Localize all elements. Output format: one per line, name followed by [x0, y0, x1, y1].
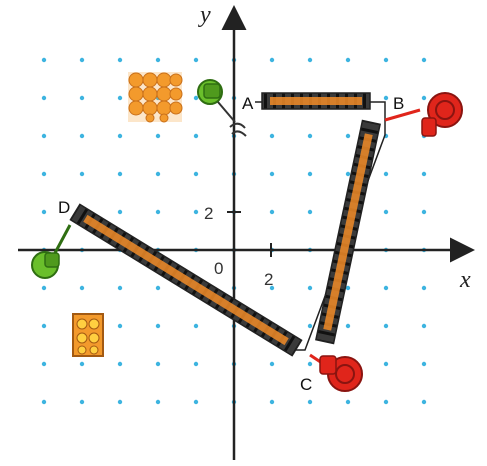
grid-dot — [41, 285, 47, 291]
grid-dot — [193, 399, 199, 405]
grid-dot — [345, 399, 351, 405]
grid-dot — [155, 133, 161, 139]
robot-arm-icon — [384, 92, 463, 137]
grid-dot — [193, 57, 199, 63]
grid-dot — [155, 399, 161, 405]
x-tick-label: 2 — [264, 270, 273, 289]
grid-dot — [307, 209, 313, 215]
grid-dot — [155, 323, 161, 329]
grid-dot — [421, 285, 427, 291]
grid-dot — [79, 95, 85, 101]
grid-dot — [383, 171, 389, 177]
conveyor-track-dc — [69, 203, 303, 357]
cargo-box-icon — [72, 313, 104, 357]
grid-dot — [383, 399, 389, 405]
grid-dot — [117, 133, 123, 139]
grid-dot — [155, 285, 161, 291]
grid-dot — [193, 95, 199, 101]
grid-dot — [421, 361, 427, 367]
grid-dot — [421, 171, 427, 177]
grid-dot — [269, 133, 275, 139]
origin-label: 0 — [214, 259, 223, 278]
grid-dot — [421, 95, 427, 101]
grid-dot — [79, 57, 85, 63]
grid-dot — [41, 133, 47, 139]
grid-dot — [269, 361, 275, 367]
y-axis-label: y — [198, 2, 211, 28]
x-axis-label: x — [459, 267, 471, 293]
grid-dot — [421, 399, 427, 405]
grid-dot — [345, 57, 351, 63]
grid-dot — [117, 171, 123, 177]
y-tick-label: 2 — [204, 204, 213, 223]
grid-dot — [307, 361, 313, 367]
robot-arm-icon — [197, 79, 247, 137]
grid-dot — [269, 285, 275, 291]
conveyor-track-bc — [315, 119, 381, 345]
grid-dot — [117, 57, 123, 63]
grid-dot — [345, 285, 351, 291]
grid-dot — [41, 323, 47, 329]
grid-dot — [117, 209, 123, 215]
grid-dot — [307, 133, 313, 139]
robot-arm-icon — [31, 224, 72, 279]
grid-dot — [307, 171, 313, 177]
grid-dot — [383, 57, 389, 63]
grid-dot — [79, 285, 85, 291]
grid-dot — [307, 323, 313, 329]
point-label-d: D — [58, 198, 70, 217]
grid-dot — [117, 285, 123, 291]
grid-dot — [79, 133, 85, 139]
conveyor-track-ab — [261, 92, 371, 110]
grid-dot — [421, 57, 427, 63]
grid-dot — [79, 399, 85, 405]
grid-dot — [155, 57, 161, 63]
grid-dot — [41, 399, 47, 405]
grid-dot — [41, 361, 47, 367]
grid-dot — [307, 57, 313, 63]
grid-dot — [155, 361, 161, 367]
point-label-b: B — [393, 94, 404, 113]
grid-dot — [193, 361, 199, 367]
grid-dot — [79, 171, 85, 177]
point-label-a: A — [242, 94, 254, 113]
grid-dot — [421, 323, 427, 329]
grid-dot — [383, 285, 389, 291]
grid-dot — [193, 323, 199, 329]
grid-dot — [41, 171, 47, 177]
grid-dot — [345, 171, 351, 177]
grid-dot — [383, 209, 389, 215]
grid-dot — [41, 57, 47, 63]
grid-dot — [117, 399, 123, 405]
grid-dot — [307, 285, 313, 291]
grid-dot — [41, 209, 47, 215]
grid-dot — [383, 323, 389, 329]
grid-dot — [269, 171, 275, 177]
grid-dot — [117, 323, 123, 329]
grid-dot — [383, 361, 389, 367]
grid-dot — [345, 323, 351, 329]
grid-dot — [193, 171, 199, 177]
grid-dot — [155, 209, 161, 215]
grid-dot — [269, 57, 275, 63]
grid-dot — [79, 361, 85, 367]
grid-dot — [269, 399, 275, 405]
grid-dot — [421, 209, 427, 215]
grid-dot — [383, 95, 389, 101]
grid-dot — [41, 95, 47, 101]
grid-dot — [269, 209, 275, 215]
grid-dot — [193, 133, 199, 139]
crate-pallet-icon — [128, 72, 183, 123]
grid-dot — [155, 171, 161, 177]
robot-arm-icon — [309, 353, 363, 392]
grid-dot — [117, 95, 123, 101]
grid-dot — [307, 399, 313, 405]
point-label-c: C — [300, 375, 312, 394]
grid-dot — [345, 133, 351, 139]
grid-dot — [117, 361, 123, 367]
grid-dot — [193, 209, 199, 215]
